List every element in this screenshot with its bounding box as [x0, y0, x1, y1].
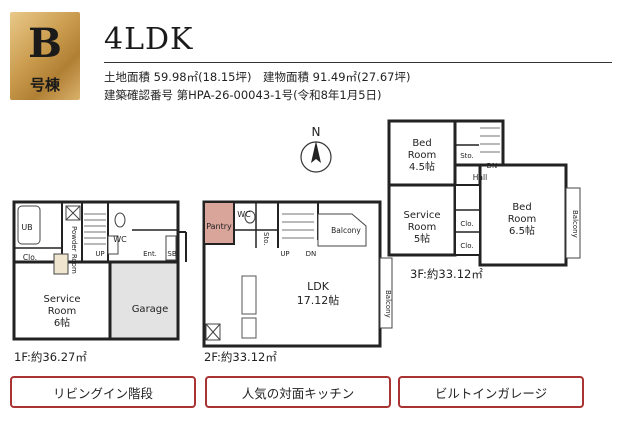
f3-dn-label: DN [487, 162, 498, 170]
f2-up-label: UP [280, 250, 289, 258]
f3-service-room-label: Room [408, 222, 436, 233]
f1-powder-label: Powder Room [70, 226, 78, 274]
f1-wc-label: WC [113, 235, 127, 244]
f2-balcony-top-label: Balcony [331, 226, 361, 235]
f1-service-room-label: Room [48, 306, 76, 317]
f3-hall-label: Hall [473, 173, 487, 182]
permit-spec: 建築確認番号 第HPA-26-00043-1号(令和8年1月5日) [104, 88, 382, 102]
badge-sub: 号棟 [29, 76, 60, 94]
f2-sto-label: Sto. [262, 232, 270, 246]
f3-sto-label: Sto. [460, 152, 474, 160]
floor-1-plan: UB Powder Room WC Clo. UP Ent. SB Servic… [12, 200, 187, 341]
badge-letter: B [28, 20, 62, 67]
f3-bed1-label: Bed [412, 138, 431, 149]
f3-bed1-size: 4.5帖 [409, 160, 435, 173]
f1-service-size: 6帖 [54, 316, 70, 329]
feature-tag-garage: ビルトインガレージ [398, 376, 584, 408]
floor-2-plan: Pantry WC Sto. UP DN Balcony LDK 17.12帖 … [202, 200, 393, 348]
f1-clo-label: Clo. [23, 253, 37, 262]
f2-ldk-size: 17.12帖 [297, 294, 340, 307]
f1-ent-label: Ent. [143, 250, 157, 258]
f1-up-label: UP [95, 250, 104, 258]
f3-balcony-label: Balcony [571, 210, 579, 238]
f3-clo1-label: Clo. [460, 220, 473, 228]
f3-service-label: Service [404, 210, 441, 221]
layout-title: 4LDK [104, 22, 194, 57]
compass-label: N [312, 125, 321, 139]
f1-ub-label: UB [21, 223, 32, 232]
f2-dn-label: DN [306, 250, 317, 258]
f3-bed2-room-label: Room [508, 214, 536, 225]
f3-service-size: 5帖 [414, 232, 430, 245]
floor-1-caption: 1F:約36.27㎡ [14, 350, 87, 364]
building-badge: B 号棟 [10, 12, 80, 100]
floor-3-plan: Bed Room 4.5帖 Sto. DN Hall Service Room … [387, 119, 581, 267]
f2-ldk-label: LDK [307, 280, 330, 293]
compass-icon: N [300, 125, 332, 173]
f3-bed2-label: Bed [512, 202, 531, 213]
floor-2-caption: 2F:約33.12㎡ [204, 350, 277, 364]
f2-pantry-label: Pantry [206, 222, 232, 231]
f3-bed2-size: 6.5帖 [509, 224, 535, 237]
f1-service-label: Service [44, 294, 81, 305]
f1-sb-label: SB [167, 250, 176, 258]
f3-bed1-room-label: Room [408, 150, 436, 161]
title-rule [104, 62, 612, 63]
f2-balcony-side-label: Balcony [384, 290, 392, 318]
f1-garage-label: Garage [132, 304, 169, 315]
feature-tag-kitchen: 人気の対面キッチン [205, 376, 391, 408]
area-spec: 土地面積 59.98㎡(18.15坪) 建物面積 91.49㎡(27.67坪) [104, 70, 411, 84]
f2-wc-label: WC [237, 210, 251, 219]
floor-3-caption: 3F:約33.12㎡ [410, 267, 483, 281]
feature-tag-living-stairs: リビングイン階段 [10, 376, 196, 408]
f3-clo2-label: Clo. [460, 242, 473, 250]
